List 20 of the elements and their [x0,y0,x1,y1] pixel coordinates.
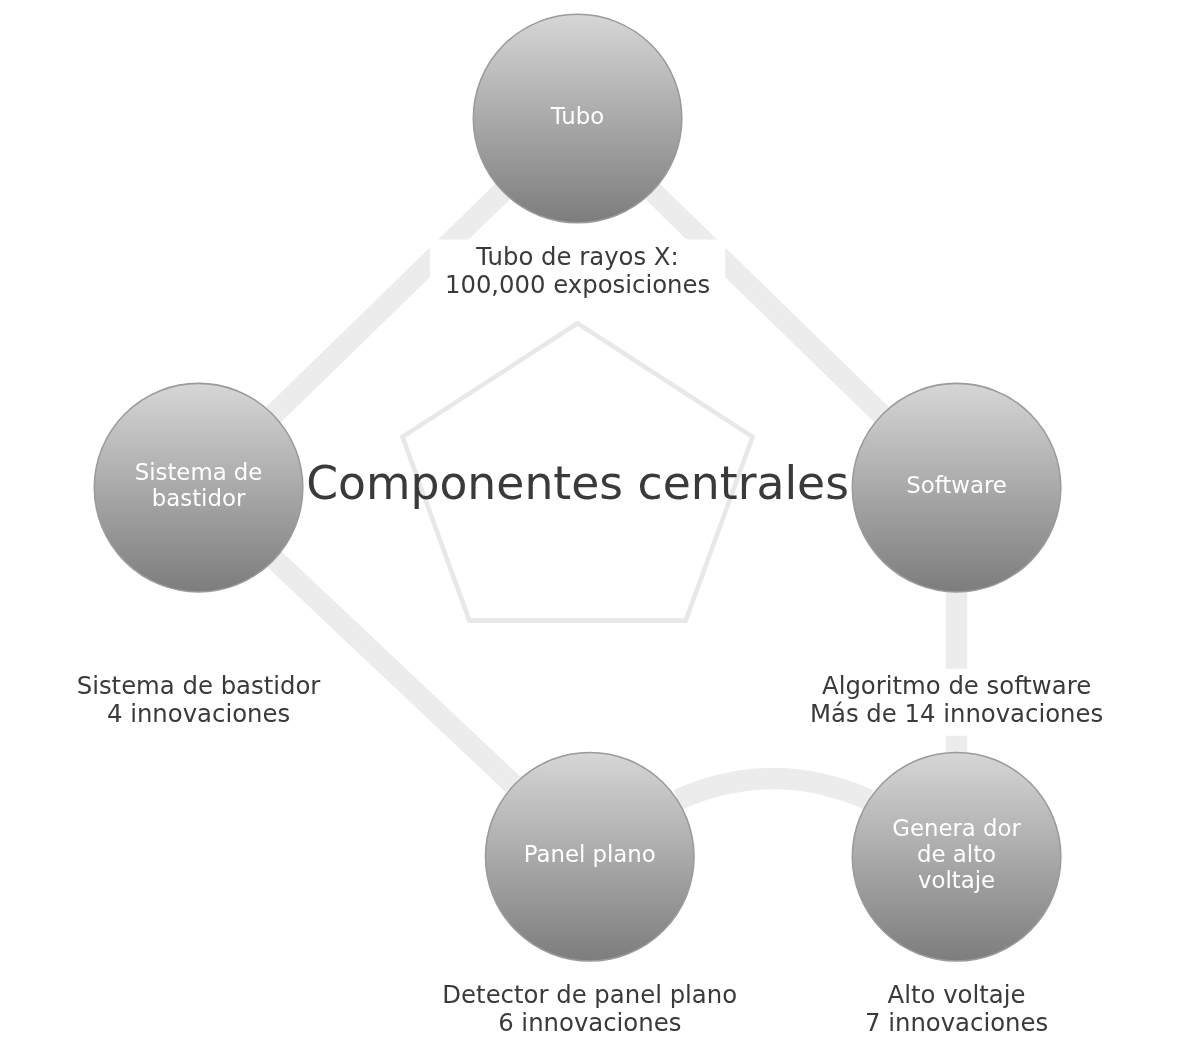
connector [673,767,873,810]
node-label: Alto voltaje [887,980,1026,1010]
connector [265,183,511,423]
node-label: Detector de panel plano [442,980,738,1010]
node-circle: Genera dor de alto voltaje [851,751,1062,962]
connector [645,183,890,423]
node-label: 6 innovaciones [498,1007,682,1037]
node-label: Componentes centrales [306,457,849,511]
node-label: 100,000 exposiciones [444,269,711,299]
node-circle: Panel plano [484,751,695,962]
node-label: 7 innovaciones [864,1007,1049,1037]
node-circle: Tubo [472,13,683,224]
node-label: Más de 14 innovaciones [809,698,1104,728]
connector [267,551,521,793]
node-label: 4 innovaciones [106,698,291,728]
node-label: Sistema de bastidor [76,671,321,701]
node-circle: Software [851,382,1062,593]
node-label: Algoritmo de software [822,671,1092,701]
node-circle: Sistema de bastidor [93,382,304,593]
node-label: Tubo de rayos X: [476,242,679,272]
